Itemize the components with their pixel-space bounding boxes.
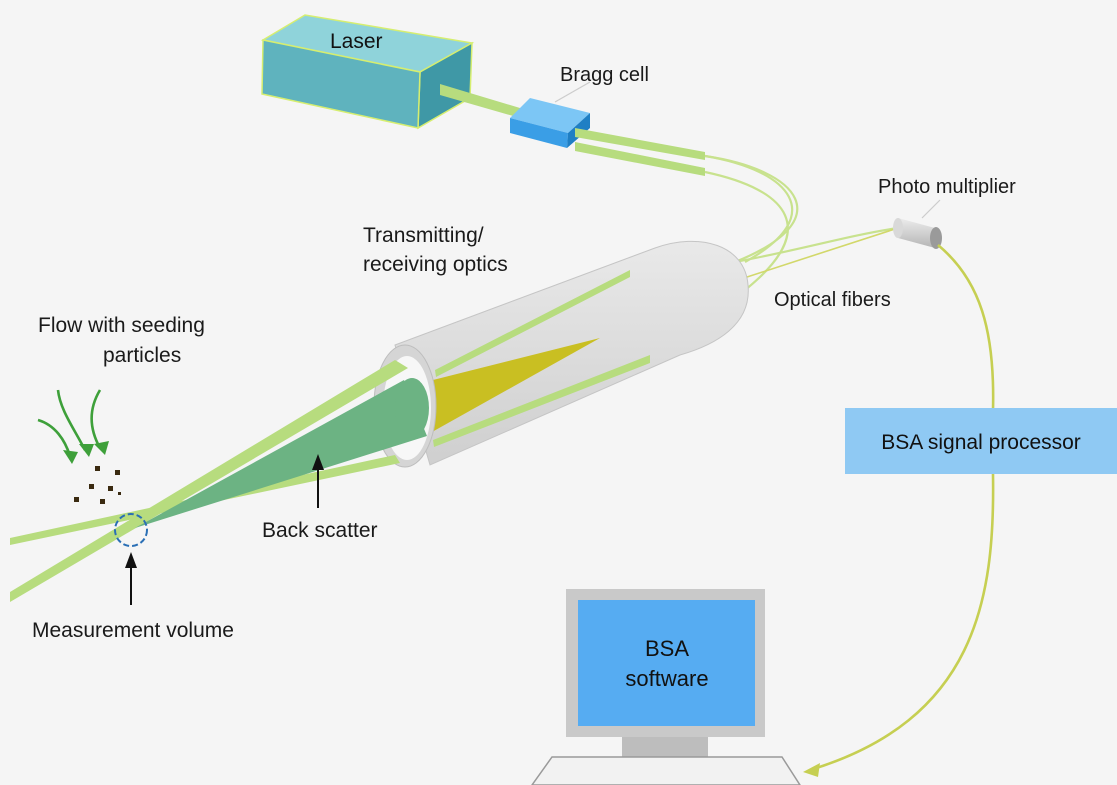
keyboard (531, 756, 801, 785)
back-scatter-label: Back scatter (262, 519, 378, 542)
measurement-volume-ring (114, 513, 148, 547)
monitor-screen (578, 600, 755, 726)
bragg-cell-label: Bragg cell (560, 64, 649, 86)
flow-arrowheads (63, 441, 109, 464)
photo-multiplier (893, 218, 942, 249)
monitor-stand (622, 737, 708, 757)
optical-fibers-label: Optical fibers (774, 289, 891, 311)
measurement-volume-arrow (125, 552, 137, 605)
optics-label-line1: Transmitting/ (363, 224, 484, 247)
photo-multiplier-leader (921, 199, 941, 219)
software-label-line2: software (625, 666, 708, 691)
signal-cable-arrowhead (803, 763, 820, 777)
fiber-to-photomultiplier (734, 226, 899, 264)
receiving-cone (425, 338, 600, 432)
flow-label-line2: particles (103, 344, 181, 367)
bragg-cell (510, 98, 590, 148)
beam-lower (575, 142, 705, 176)
signal-processor-label: BSA signal processor (881, 431, 1081, 454)
transmitted-beam-upper (10, 360, 408, 602)
back-scatter-arrow (312, 454, 324, 508)
laser-beam (440, 84, 520, 118)
laser-front-face (261, 39, 421, 129)
measurement-volume-label: Measurement volume (32, 619, 234, 642)
laser-box: Laser (260, 14, 475, 130)
laser-label: Laser (330, 30, 383, 53)
computer: BSA software (531, 589, 801, 785)
signal-cable (809, 244, 995, 772)
optics-label-line2: receiving optics (363, 253, 508, 276)
flow-label-line1: Flow with seeding (38, 314, 205, 337)
photo-multiplier-label: Photo multiplier (878, 176, 1016, 198)
beam-upper (575, 128, 705, 160)
bragg-cell-leader (554, 81, 591, 103)
signal-processor-box (845, 408, 1117, 474)
back-scatter-cone (135, 380, 427, 528)
software-label-line1: BSA (645, 636, 689, 661)
seeding-particles (74, 466, 121, 504)
